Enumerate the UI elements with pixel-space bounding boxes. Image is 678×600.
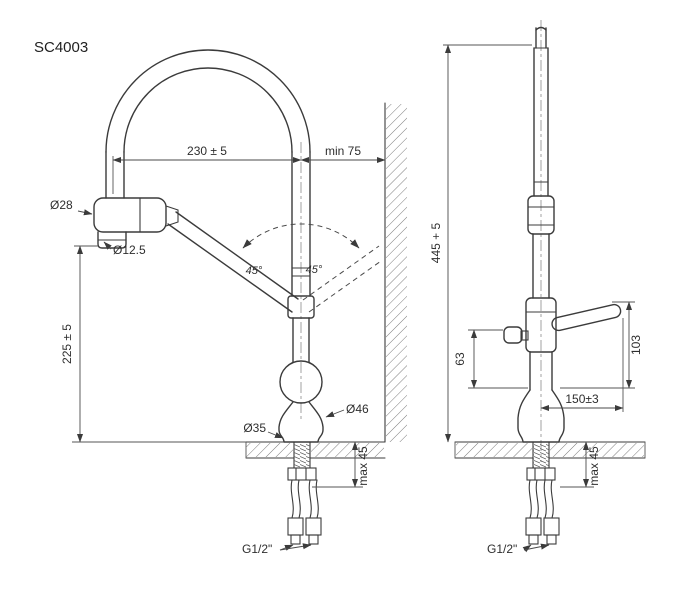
drawing-title: SC4003 [34, 39, 88, 56]
threaded-shank [294, 444, 310, 468]
dim-total-height: 445 + 5 [429, 222, 443, 263]
front-view-faucet [93, 49, 324, 443]
swivel-range-indicator: 45° 45° [242, 223, 382, 313]
hose-connector [543, 517, 560, 536]
dim-max-counter-front: max 45 [356, 446, 370, 486]
filter-knob [503, 326, 523, 344]
hose-connector [287, 517, 304, 536]
dim-swivel-left: 45° [246, 265, 263, 277]
dim-lever-height: 103 [629, 335, 643, 355]
supply-hoses-side [525, 441, 560, 545]
mounting-nut [526, 467, 556, 481]
counter-hatch-right [550, 443, 644, 457]
dim-handle-reach: 150±3 [565, 392, 599, 406]
counter-hatch-left [456, 443, 532, 457]
dim-swivel-right: 45° [306, 264, 323, 276]
side-view-faucet [503, 20, 622, 462]
spray-head [93, 197, 167, 233]
dim-aerator-diameter: Ø12.5 [113, 243, 146, 257]
threaded-shank [533, 444, 549, 468]
dim-thread-front: G1/2" [242, 542, 272, 556]
dim-spout-height: 225 ± 5 [60, 324, 74, 364]
countertop-front [245, 441, 386, 459]
counter-hatch-right [311, 443, 384, 457]
hose-connector [305, 517, 322, 536]
wall-section [384, 102, 407, 443]
supply-hoses-front [287, 441, 322, 545]
dim-max-counter-side: max 45 [587, 446, 601, 486]
hose-connector [525, 517, 542, 536]
front-view-dimensions: 230 ± 5 min 75 Ø28 Ø12.5 225 ± 5 Ø35 Ø46… [50, 144, 386, 556]
dim-filter-handle-height: 63 [453, 352, 467, 366]
wall-hatch [386, 104, 407, 442]
counter-hatch-left [246, 443, 293, 457]
dim-spout-diameter: Ø28 [50, 198, 73, 212]
dim-wall-clearance: min 75 [325, 144, 361, 158]
countertop-side [454, 441, 646, 459]
dim-thread-side: G1/2" [487, 542, 517, 556]
mounting-nut [287, 467, 317, 481]
joint-ball [279, 360, 323, 404]
dim-spout-reach: 230 ± 5 [187, 144, 227, 158]
handle-body [525, 297, 557, 353]
dim-body-diameter: Ø46 [346, 402, 369, 416]
dim-base-diameter: Ø35 [243, 421, 266, 435]
lever-handle [551, 303, 622, 332]
side-view-dimensions: 445 + 5 63 103 150±3 max 45 G1/2" [429, 44, 643, 556]
aerator [97, 231, 127, 249]
